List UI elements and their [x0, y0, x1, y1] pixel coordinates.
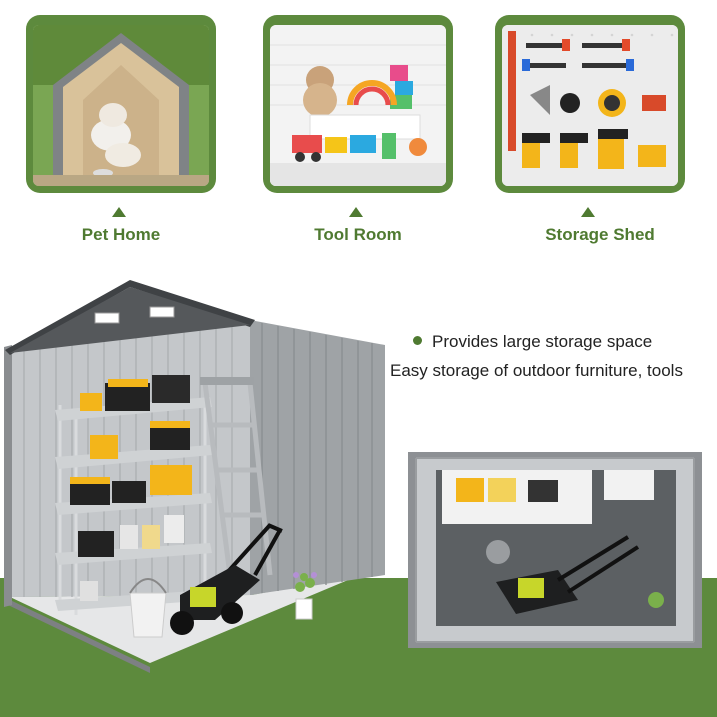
feature-line-2: Easy storage of outdoor furniture, tools — [390, 361, 683, 380]
pet-home-caption: Pet Home — [81, 225, 161, 244]
pet-home-card — [26, 15, 216, 193]
top-view-photo — [408, 452, 702, 648]
feature-text-1: Provides large storage space — [432, 332, 653, 351]
dog-house-photo-icon — [33, 25, 209, 186]
storage-shed-photo — [502, 25, 678, 186]
top-view-photo-icon — [408, 452, 702, 648]
tool-wall-photo-icon — [502, 25, 678, 186]
tool-room-caret — [349, 207, 363, 217]
tool-room-card — [263, 15, 453, 193]
tool-room-caption: Tool Room — [314, 225, 402, 244]
feature-line-1: Provides large storage space — [413, 332, 652, 352]
toy-storage-photo-icon — [270, 25, 446, 186]
storage-shed-caption: Storage Shed — [545, 225, 655, 244]
storage-shed-caret — [581, 207, 595, 217]
shed-photo-icon — [4, 280, 385, 673]
pet-home-caret — [112, 207, 126, 217]
shed-illustration — [0, 275, 400, 675]
bullet-dot-icon — [413, 336, 422, 345]
tool-room-photo — [270, 25, 446, 186]
storage-shed-card — [495, 15, 685, 193]
pet-home-photo — [33, 25, 209, 186]
